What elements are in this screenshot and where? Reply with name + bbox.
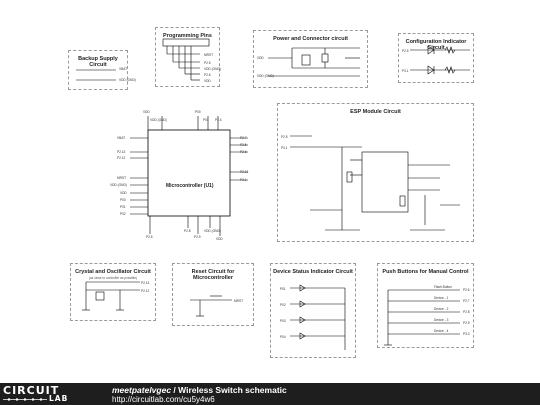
mcu-top-pin-p00: P00: [195, 110, 201, 114]
status-label-p02: P02: [280, 303, 286, 307]
programming-label-vdd: VDD: [204, 79, 211, 83]
esp-module-title: ESP Module Circuit: [350, 109, 401, 115]
esp-module-block: ESP Module Circuit P2.5 P3.1: [277, 103, 474, 242]
crystal-label-p212: P2.12: [141, 289, 150, 293]
crystal-oscillator-block: Crystal and Oscillator Circuit (as close…: [70, 263, 156, 321]
footer-bar: CIRCUIT LAB meetpatelvgec / Wireless Swi…: [0, 383, 540, 405]
button-label-device-3: Device - 3: [434, 318, 449, 322]
config-indicator-block: Configuration Indicator Circuit P2.5 P3.…: [398, 33, 474, 83]
programming-pins-block: Programming Pins MRST P2.5 VDD (GND) P2.…: [155, 27, 221, 87]
logo-text-lab: LAB: [49, 394, 69, 403]
mcu-bottom-pin-vdd: VDD: [216, 237, 223, 241]
circuitlab-logo[interactable]: CIRCUIT LAB: [3, 385, 109, 403]
mcu-left-pin-p02: P02: [120, 212, 126, 216]
button-label-device-1: Device - 1: [434, 296, 449, 300]
mcu-left-pin-p00: P00: [120, 198, 126, 202]
mcu-top-pin-p01: P01: [203, 118, 209, 122]
config-label-p25: P2.5: [402, 49, 409, 53]
button-pin-p27: P2.7: [463, 299, 470, 303]
crystal-oscillator-subtitle: (as close to controller as possible): [88, 276, 138, 280]
button-pin-p30: P3.0: [463, 332, 470, 336]
logo-trace-icon: [3, 398, 47, 401]
schematic-url[interactable]: http://circuitlab.com/cu5y4w6: [112, 395, 215, 404]
push-buttons-block: Push Buttons for Manual Control Flash Bu…: [377, 263, 474, 348]
schematic-title[interactable]: Wireless Switch schematic: [178, 385, 287, 395]
esp-label-p31: P3.1: [281, 146, 288, 150]
esp-label-p25: P2.5: [281, 135, 288, 139]
mcu-bottom-pin-p26: P2.6: [146, 235, 153, 239]
backup-label-gnd: VDD (GND): [119, 78, 136, 82]
reset-label-mrst: MRST: [234, 299, 244, 303]
backup-supply-title: Backup Supply Circuit: [78, 56, 118, 68]
config-indicator-title: Configuration Indicator Circuit: [405, 39, 467, 51]
status-indicator-block: Device Status Indicator Circuit P01 P02 …: [270, 263, 356, 358]
power-connector-title: Power and Connector circuit: [273, 36, 348, 42]
button-label-device-4: Device - 4: [434, 329, 449, 333]
mcu-bottom-pin-p29: P2.9: [194, 235, 201, 239]
backup-label-vbat: VBAT: [119, 67, 128, 71]
power-label-vdd: VDD: [257, 56, 264, 60]
status-label-p03: P03: [280, 319, 286, 323]
mcu-left-pin-gnd: VDD (GND): [110, 183, 127, 187]
power-connector-block: Power and Connector circuit VDD VDD (GND…: [253, 30, 368, 88]
crystal-label-p213: P2.13: [141, 281, 150, 285]
status-label-p04: P04: [280, 335, 286, 339]
author-name[interactable]: meetpatelvgec: [112, 385, 172, 395]
schematic-wiring: [76, 38, 470, 350]
programming-label-p25: P2.5: [204, 61, 211, 65]
schematic-canvas: Backup Supply Circuit VBAT VDD (GND) Pro…: [68, 27, 474, 358]
power-label-gnd: VDD (GND): [257, 74, 274, 78]
mcu-right-pin-p27: P2.7: [240, 136, 247, 140]
schematic-credit: meetpatelvgec / Wireless Switch schemati…: [112, 385, 287, 395]
mcu-right-pin-p31: P3.1: [240, 178, 247, 182]
mcu-bottom-pin-p28: P2.8: [184, 229, 191, 233]
crystal-oscillator-title: Crystal and Oscillator Circuit: [75, 269, 151, 275]
mcu-bottom-pin-gnd: VDD (GND): [204, 229, 221, 233]
mcu-top-pin-vdd: VDD: [143, 110, 150, 114]
mcu-left-pin-p01: P01: [120, 205, 126, 209]
logo-text-circuit: CIRCUIT: [3, 384, 60, 397]
backup-supply-block: Backup Supply Circuit VBAT VDD (GND): [68, 50, 136, 90]
credit-separator: /: [171, 385, 179, 395]
button-pin-p28: P2.8: [463, 310, 470, 314]
mcu-top-pin-gnd: VDD (GND): [150, 118, 167, 122]
button-label-flash: Flash Button: [434, 285, 452, 289]
status-label-p01: P01: [280, 287, 286, 291]
mcu-top-pin-p24: P2.4: [215, 118, 222, 122]
mcu-right-pin-p25: P2.5: [240, 143, 247, 147]
mcu-right-pin-p26: P2.6: [240, 150, 247, 154]
mcu-label: Microcontroller (U1): [166, 183, 214, 189]
mcu-left-pin-vbat: VBAT: [117, 136, 126, 140]
status-indicator-title: Device Status Indicator Circuit: [273, 269, 353, 275]
programming-label-gnd: VDD (GND): [204, 67, 221, 71]
programming-pins-title: Programming Pins: [163, 33, 212, 39]
mcu-left-pin-p213: P2.13: [117, 150, 126, 154]
mcu-right-pin-p213: P2.13: [240, 170, 249, 174]
push-buttons-title: Push Buttons for Manual Control: [382, 269, 469, 275]
button-label-device-2: Device - 2: [434, 307, 449, 311]
mcu-left-pin-p212: P2.12: [117, 156, 126, 160]
button-pin-p29: P2.9: [463, 321, 470, 325]
programming-label-p26: P2.6: [204, 73, 211, 77]
programming-label-mrst: MRST: [204, 53, 214, 57]
mcu-left-pin-vdd: VDD: [120, 191, 127, 195]
reset-circuit-block: Reset Circuit for Microcontroller MRST: [172, 263, 254, 326]
mcu-left-pin-mrst: MRST: [117, 176, 127, 180]
config-label-p31: P3.1: [402, 69, 409, 73]
reset-circuit-title: Reset Circuit for Microcontroller: [191, 269, 235, 281]
button-pin-p26: P2.6: [463, 288, 470, 292]
